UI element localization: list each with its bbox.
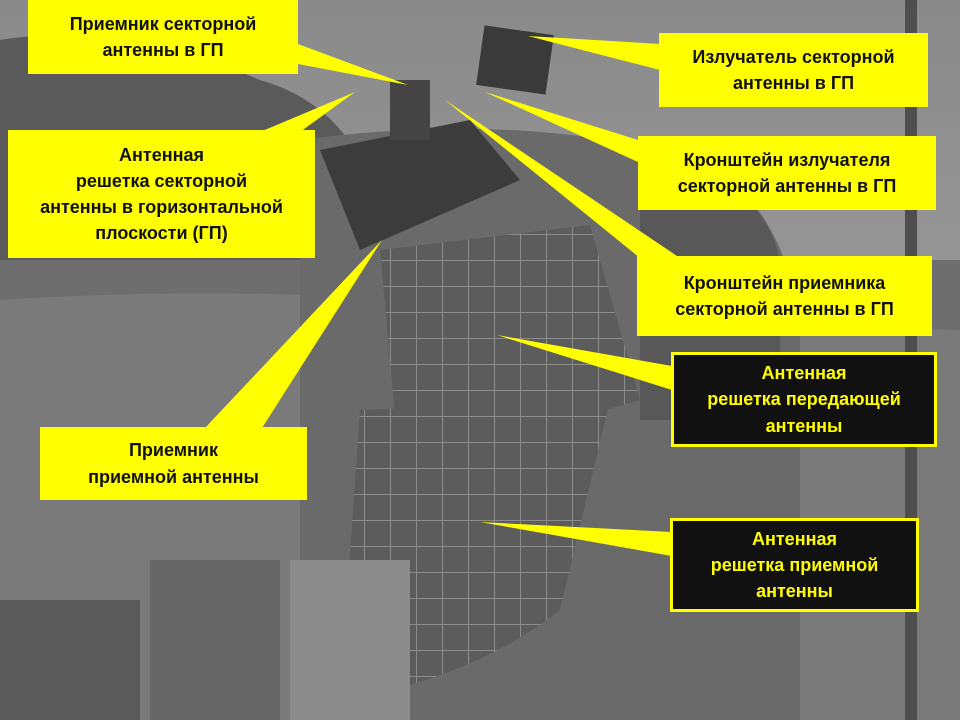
callout-array-sector-gp-text: Антенная решетка секторной антенны в гор…	[40, 142, 283, 246]
callout-emitter-sector-gp-text: Излучатель секторной антенны в ГП	[692, 44, 894, 96]
callout-array-receive-antenna: Антенная решетка приемной антенны	[670, 518, 919, 612]
pointer-receiver-sector-gp	[298, 44, 408, 85]
callout-receiver-receive-antenna: Приемник приемной антенны	[40, 427, 307, 500]
callout-array-transmit-antenna: Антенная решетка передающей антенны	[671, 352, 937, 447]
callout-receiver-bracket-sector-gp: Кронштейн приемника секторной антенны в …	[637, 256, 932, 336]
callout-emitter-bracket-sector-gp: Кронштейн излучателя секторной антенны в…	[638, 136, 936, 210]
callout-emitter-bracket-sector-gp-text: Кронштейн излучателя секторной антенны в…	[678, 147, 897, 199]
callout-emitter-sector-gp: Излучатель секторной антенны в ГП	[659, 33, 928, 107]
callout-receiver-bracket-sector-gp-text: Кронштейн приемника секторной антенны в …	[675, 270, 894, 322]
pointer-emitter-bracket-sector-gp	[485, 92, 638, 162]
callout-array-receive-antenna-text: Антенная решетка приемной антенны	[711, 526, 879, 604]
callout-receiver-sector-gp: Приемник секторной антенны в ГП	[28, 0, 298, 74]
pointer-array-sector-gp	[260, 92, 355, 132]
pointer-emitter-sector-gp	[528, 36, 660, 70]
callout-receiver-receive-antenna-text: Приемник приемной антенны	[88, 437, 259, 489]
pointer-array-transmit-antenna	[497, 335, 672, 390]
pointer-receiver-receive-antenna	[205, 240, 382, 428]
pointer-array-receive-antenna	[480, 522, 672, 556]
callout-array-sector-gp: Антенная решетка секторной антенны в гор…	[8, 130, 315, 258]
callout-receiver-sector-gp-text: Приемник секторной антенны в ГП	[70, 11, 257, 63]
callout-array-transmit-antenna-text: Антенная решетка передающей антенны	[707, 360, 901, 438]
